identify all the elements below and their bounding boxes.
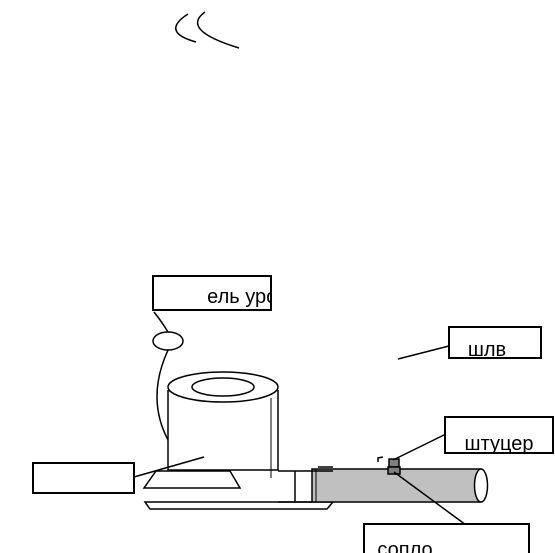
coupling	[278, 466, 333, 503]
empty-callout	[32, 462, 135, 494]
tank-base	[142, 470, 242, 489]
level-switch-callout: Выключатель уровня	[114, 275, 310, 311]
base-plate	[143, 501, 335, 510]
arc-marks	[175, 11, 240, 49]
wire-callout: шлв	[448, 326, 542, 361]
fitting-callout: штуцер	[444, 416, 554, 455]
fitting	[377, 456, 401, 475]
pipe-callout: сопло	[363, 523, 530, 553]
pipe-label: сопло	[377, 539, 432, 553]
float	[152, 311, 184, 441]
fitting-label: штуцер	[465, 433, 534, 455]
leader-lines	[133, 345, 467, 526]
tank	[167, 371, 279, 478]
wire-label: шлв	[468, 339, 506, 361]
level-switch-label: Выключатель уровня	[114, 286, 310, 308]
